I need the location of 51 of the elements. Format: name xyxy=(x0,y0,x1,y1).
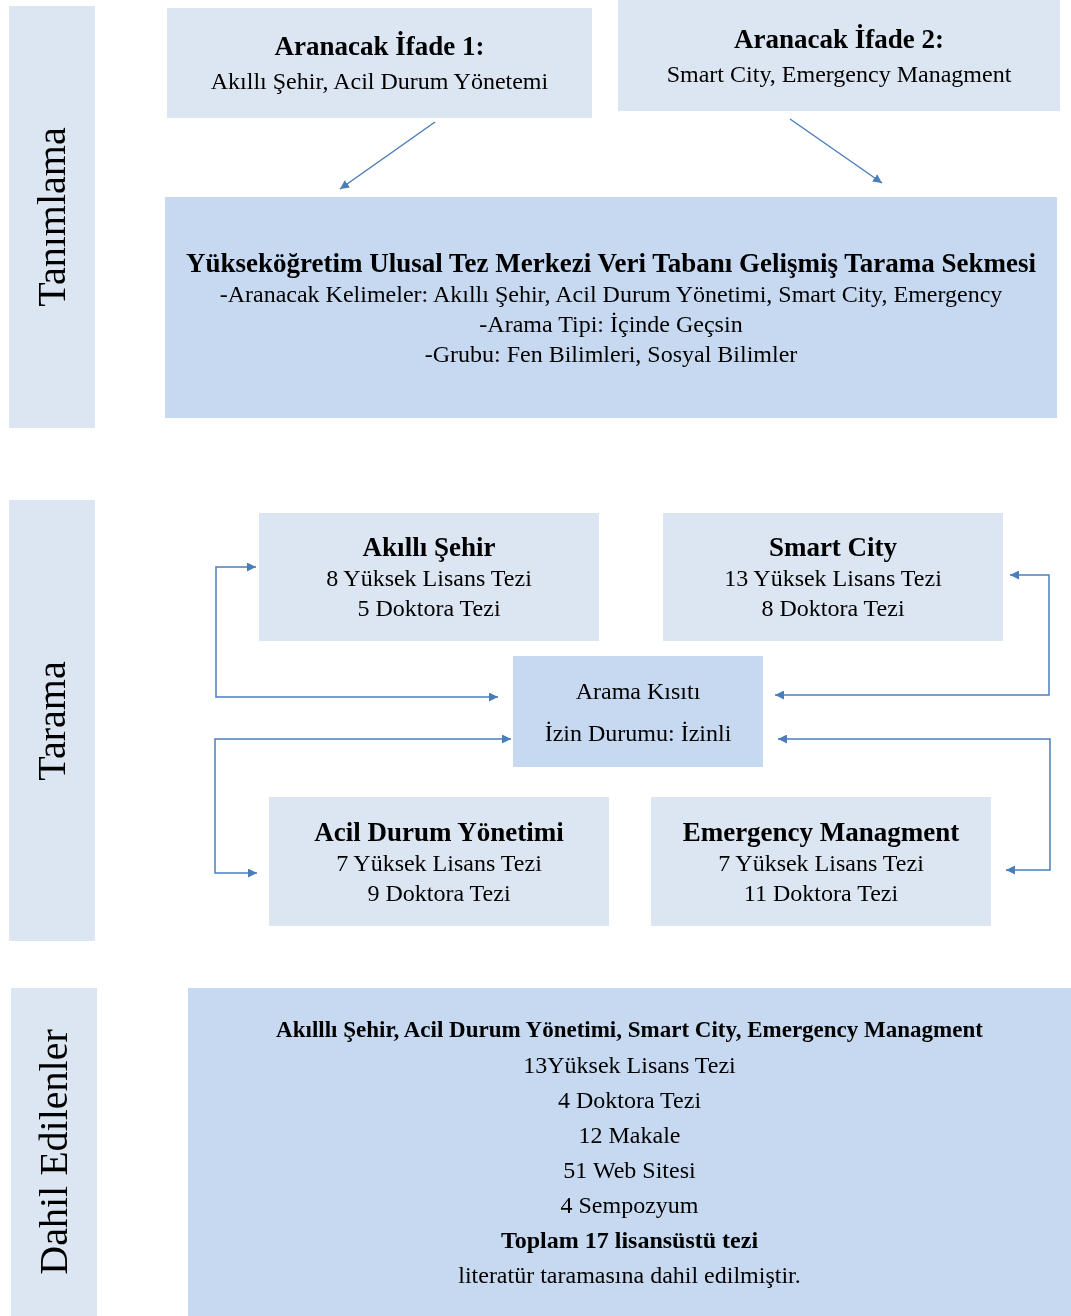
box-title: Akıllı Şehir xyxy=(362,531,496,563)
box-title: Emergency Managment xyxy=(682,815,960,848)
box-text: 12 Makale xyxy=(578,1120,681,1150)
box-text: 5 Doktora Tezi xyxy=(357,594,501,623)
box-title: Smart City xyxy=(768,531,898,563)
highlight-box xyxy=(188,988,1071,1316)
process-box xyxy=(167,8,592,118)
arrow xyxy=(339,121,436,190)
box-text: 4 Sempozyum xyxy=(560,1190,699,1220)
box-text: 4 Doktora Tezi xyxy=(557,1085,702,1115)
box-title: Akılllı Şehir, Acil Durum Yönetimi, Smart City, Emergency Managment xyxy=(276,1015,983,1044)
box-text: 13 Yüksek Lisans Tezi xyxy=(724,564,942,593)
box-text: 51 Web Sitesi xyxy=(563,1155,696,1185)
box-text: Arama Kısıtı xyxy=(575,676,701,706)
box-text: Akıllı Şehir, Acil Durum Yönetemi xyxy=(210,67,549,96)
box-text: 8 Yüksek Lisans Tezi xyxy=(326,564,532,593)
box-text: 8 Doktora Tezi xyxy=(761,594,905,623)
arrow xyxy=(214,734,512,878)
arrow xyxy=(789,118,883,184)
process-box xyxy=(269,797,609,926)
box-title: Aranacak İfade 2: xyxy=(734,22,944,55)
box-text: -Arama Tipi: İçinde Geçsin xyxy=(479,309,743,339)
box-title: Aranacak İfade 1: xyxy=(274,30,485,62)
box-title: Acil Durum Yönetimi xyxy=(314,815,564,848)
box-text: 9 Doktora Tezi xyxy=(367,878,511,908)
section-band xyxy=(9,6,95,428)
section-band xyxy=(9,500,95,941)
box-text: 7 Yüksek Lisans Tezi xyxy=(336,848,542,878)
section-label: Dahil Edilenler xyxy=(34,1029,74,1275)
box-text: 11 Doktora Tezi xyxy=(743,878,899,908)
section-band xyxy=(11,988,97,1316)
box-text: -Aranacak Kelimeler: Akıllı Şehir, Acil Durum Yönetimi, Smart City, Emergency xyxy=(219,279,1003,309)
process-box xyxy=(259,513,599,641)
box-text: İzin Durumu: İzinli xyxy=(544,718,732,748)
section-label: Tarama xyxy=(32,660,72,781)
process-box xyxy=(651,797,991,926)
arrow xyxy=(774,570,1050,700)
box-title: Toplam 17 lisansüstü tezi xyxy=(500,1225,759,1255)
highlight-box xyxy=(165,197,1057,418)
arrow xyxy=(215,562,499,702)
section-label: Tanımlama xyxy=(32,127,72,307)
process-box xyxy=(618,0,1060,111)
highlight-box xyxy=(513,656,763,767)
box-text: Smart City, Emergency Managment xyxy=(666,59,1012,89)
box-text: literatür taramasına dahil edilmiştir. xyxy=(458,1260,801,1290)
arrow xyxy=(777,734,1051,875)
box-text: 13Yüksek Lisans Tezi xyxy=(523,1050,736,1080)
box-text: 7 Yüksek Lisans Tezi xyxy=(718,848,924,878)
box-title: Yükseköğretim Ulusal Tez Merkezi Veri Tabanı Gelişmiş Tarama Sekmesi xyxy=(185,246,1037,279)
box-text: -Grubu: Fen Bilimleri, Sosyal Bilimler xyxy=(424,339,798,369)
process-box xyxy=(663,513,1003,641)
